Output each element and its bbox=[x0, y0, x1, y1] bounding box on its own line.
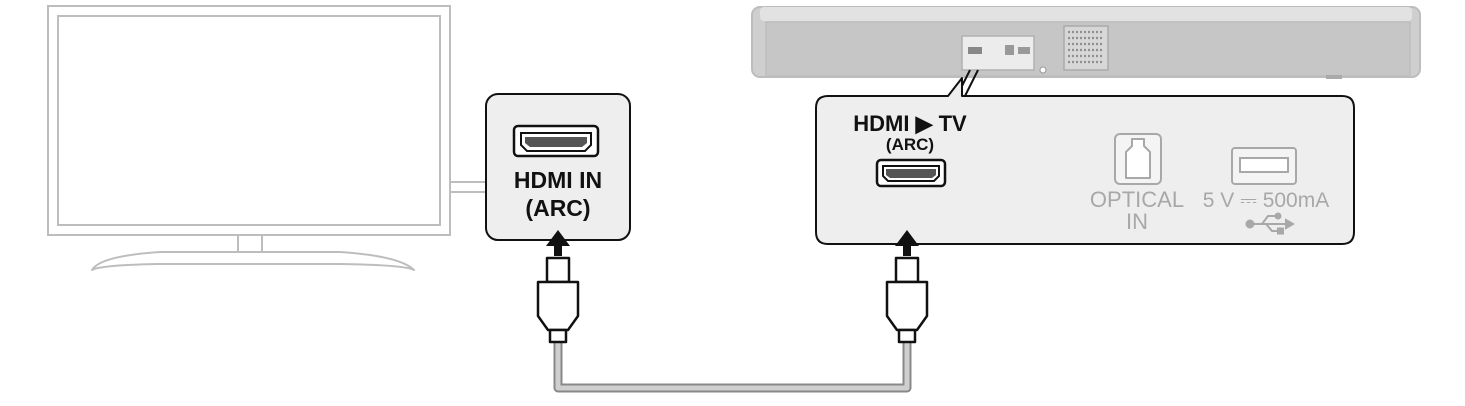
soundbar-vent-grille bbox=[1063, 25, 1109, 71]
cable-plug-left bbox=[536, 256, 580, 344]
usb-symbol-icon bbox=[1245, 212, 1296, 235]
soundbar-top-edge bbox=[760, 7, 1412, 21]
optical-sublabel: IN bbox=[1126, 209, 1148, 234]
soundbar-foot bbox=[1326, 75, 1342, 79]
tv bbox=[47, 5, 488, 271]
tv-port-label: HDMI IN bbox=[514, 167, 602, 193]
recess-hdmi-jack bbox=[968, 47, 982, 54]
tv-stand-base bbox=[91, 251, 415, 271]
arrow-up-icon bbox=[546, 230, 570, 256]
soundbar bbox=[751, 6, 1421, 99]
soundbar-hdmi-sublabel: (ARC) bbox=[886, 135, 934, 154]
hdmi-cable bbox=[536, 230, 929, 393]
optical-port-icon bbox=[1114, 133, 1162, 185]
soundbar-hdmi-port-icon bbox=[875, 158, 947, 188]
optical-label: OPTICAL bbox=[1090, 187, 1184, 212]
usb-port-icon bbox=[1231, 147, 1297, 185]
cable-plug-right bbox=[885, 256, 929, 344]
usb-power-label: 5 V ⎓ 500mA bbox=[1203, 189, 1330, 212]
soundbar-screw bbox=[1039, 66, 1047, 74]
tv-port-sublabel: (ARC) bbox=[525, 195, 590, 221]
cable-wire-outline bbox=[553, 340, 912, 393]
soundbar-hdmi-label: HDMI ▶ TV bbox=[853, 111, 967, 136]
tv-screen-inner bbox=[57, 15, 441, 226]
recess-usb-jack bbox=[1018, 47, 1030, 54]
soundbar-panel-box bbox=[815, 77, 1355, 245]
recess-optical-jack bbox=[1005, 45, 1014, 55]
tv-callout-connector bbox=[450, 181, 488, 193]
soundbar-rear-panel: HDMI ▶ TV (ARC) OPTICAL IN 5 V ⎓ 500mA bbox=[815, 77, 1355, 245]
hdmi-port-icon bbox=[512, 124, 600, 158]
arrow-up-icon bbox=[895, 230, 919, 256]
cable-wire bbox=[555, 340, 910, 391]
tv-hdmi-panel: HDMI IN (ARC) bbox=[485, 93, 631, 241]
tv-stand-neck bbox=[237, 235, 263, 253]
